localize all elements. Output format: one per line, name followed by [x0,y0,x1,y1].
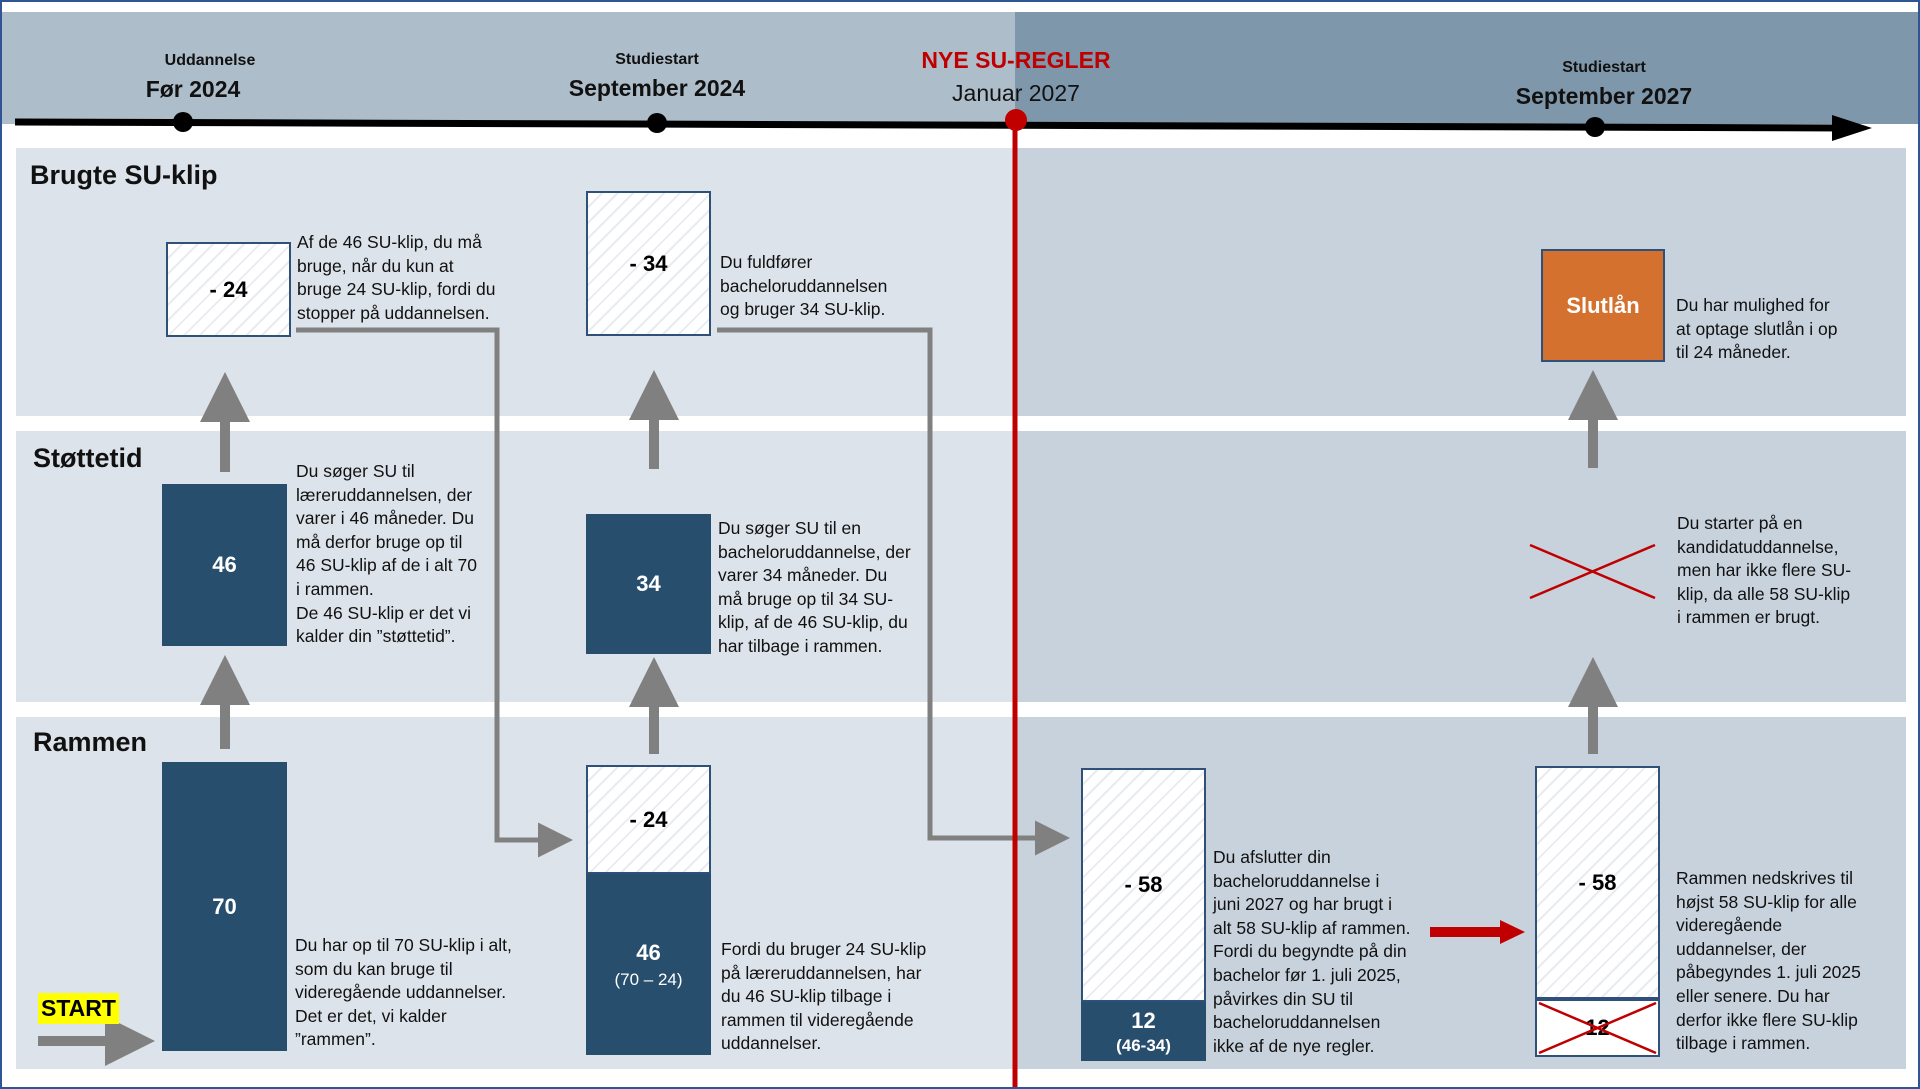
box-c1-brugte-value: - 24 [209,276,248,302]
row-panel-stottetid-right [1015,431,1906,702]
box-c1-rammen: 70 [162,762,287,1051]
timeline-label-3: NYE SU-REGLER [921,47,1111,73]
text-c4-stottetid: Du starter på en kandidatuddannelse, men… [1677,513,1852,628]
row-panel-brugte-right [1015,148,1906,416]
timeline-label-4: Studiestart [1562,59,1646,76]
box-c2-rammen-top-value: - 24 [629,806,668,832]
text-c1-stottetid: Du søger SU til læreruddannelsen, der va… [296,461,477,647]
text-c2-brugte: Du fuldfører bacheloruddannelsen og brug… [720,252,888,320]
timeline-label-1: Uddannelse [164,52,256,69]
header-band-after [1015,12,1920,124]
text-c4-brugte: Du har mulighed for at optage slutlån i … [1676,295,1838,363]
text-c2-stottetid: Du søger SU til en bacheloruddannelse, d… [718,518,911,656]
box-c4-rammen-bottom: 12 [1535,999,1660,1057]
box-c4-slutlan: Slutlån [1541,249,1665,362]
timeline-label-2: Studiestart [615,51,699,68]
row-title-stottetid: Støttetid [33,443,143,473]
connector-c2-to-c3 [717,327,1070,856]
box-c1-stottetid: 46 [162,484,287,646]
text-c4-rammen: Rammen nedskrives til højst 58 SU-klip f… [1676,868,1861,1054]
box-c3-rammen-bottom-sub: (46-34) [1116,1035,1171,1055]
box-c4-slutlan-value: Slutlån [1566,292,1640,318]
timeline-dot-1 [173,112,193,132]
box-c2-rammen-bottom: 46 (70 – 24) [586,874,711,1055]
text-c2-rammen: Fordi du bruger 24 SU-klip på læreruddan… [721,939,927,1054]
timeline-date-4: September 2027 [1515,83,1693,109]
box-c1-stottetid-value: 46 [212,552,237,577]
box-c3-rammen-bottom-value: 12 [1131,1007,1156,1033]
cross-rammen-icon [1538,1001,1657,1055]
box-c3-rammen-top-value: - 58 [1124,872,1163,897]
row-title-brugte: Brugte SU-klip [30,160,218,190]
text-c1-brugte: Af de 46 SU-klip, du må bruge, når du ku… [297,232,496,323]
box-c2-rammen-bottom-sub: (70 – 24) [614,969,683,989]
start-label: START [38,993,119,1024]
box-c3-rammen-top: - 58 [1081,768,1206,1002]
box-c1-rammen-value: 70 [212,893,237,919]
text-c1-rammen: Du har op til 70 SU-klip i alt, som du k… [295,935,512,1050]
box-c1-brugte: - 24 [166,242,291,337]
box-c2-stottetid: 34 [586,514,711,654]
connector-c1-to-c2 [296,327,573,858]
box-c2-stottetid-value: 34 [636,571,661,596]
timeline-arrowhead [1832,115,1872,141]
box-c3-rammen-bottom: 12 (46-34) [1081,1002,1206,1061]
box-c2-rammen-bottom-value: 46 [636,939,661,965]
timeline-date-3: Januar 2027 [952,80,1080,106]
box-c2-brugte-value: - 34 [629,250,668,276]
box-c4-rammen-top: - 58 [1535,766,1660,999]
timeline-dot-2 [647,113,667,133]
cross-stottetid-b [1529,543,1656,600]
row-title-rammen: Rammen [33,727,148,757]
timeline-date-1: Før 2024 [145,76,241,102]
header-band-before [0,12,1015,124]
timeline-axis [14,118,1851,132]
box-c4-rammen-top-value: - 58 [1578,869,1617,895]
box-c2-brugte: - 34 [586,191,711,336]
red-arrowhead [1500,920,1525,944]
box-c2-rammen-top: - 24 [586,765,711,874]
timeline-dot-4 [1585,117,1605,137]
timeline-dot-3 [1005,109,1027,131]
timeline-date-2: September 2024 [568,75,746,101]
text-c3-rammen: Du afslutter din bacheloruddannelse i ju… [1213,847,1411,1056]
